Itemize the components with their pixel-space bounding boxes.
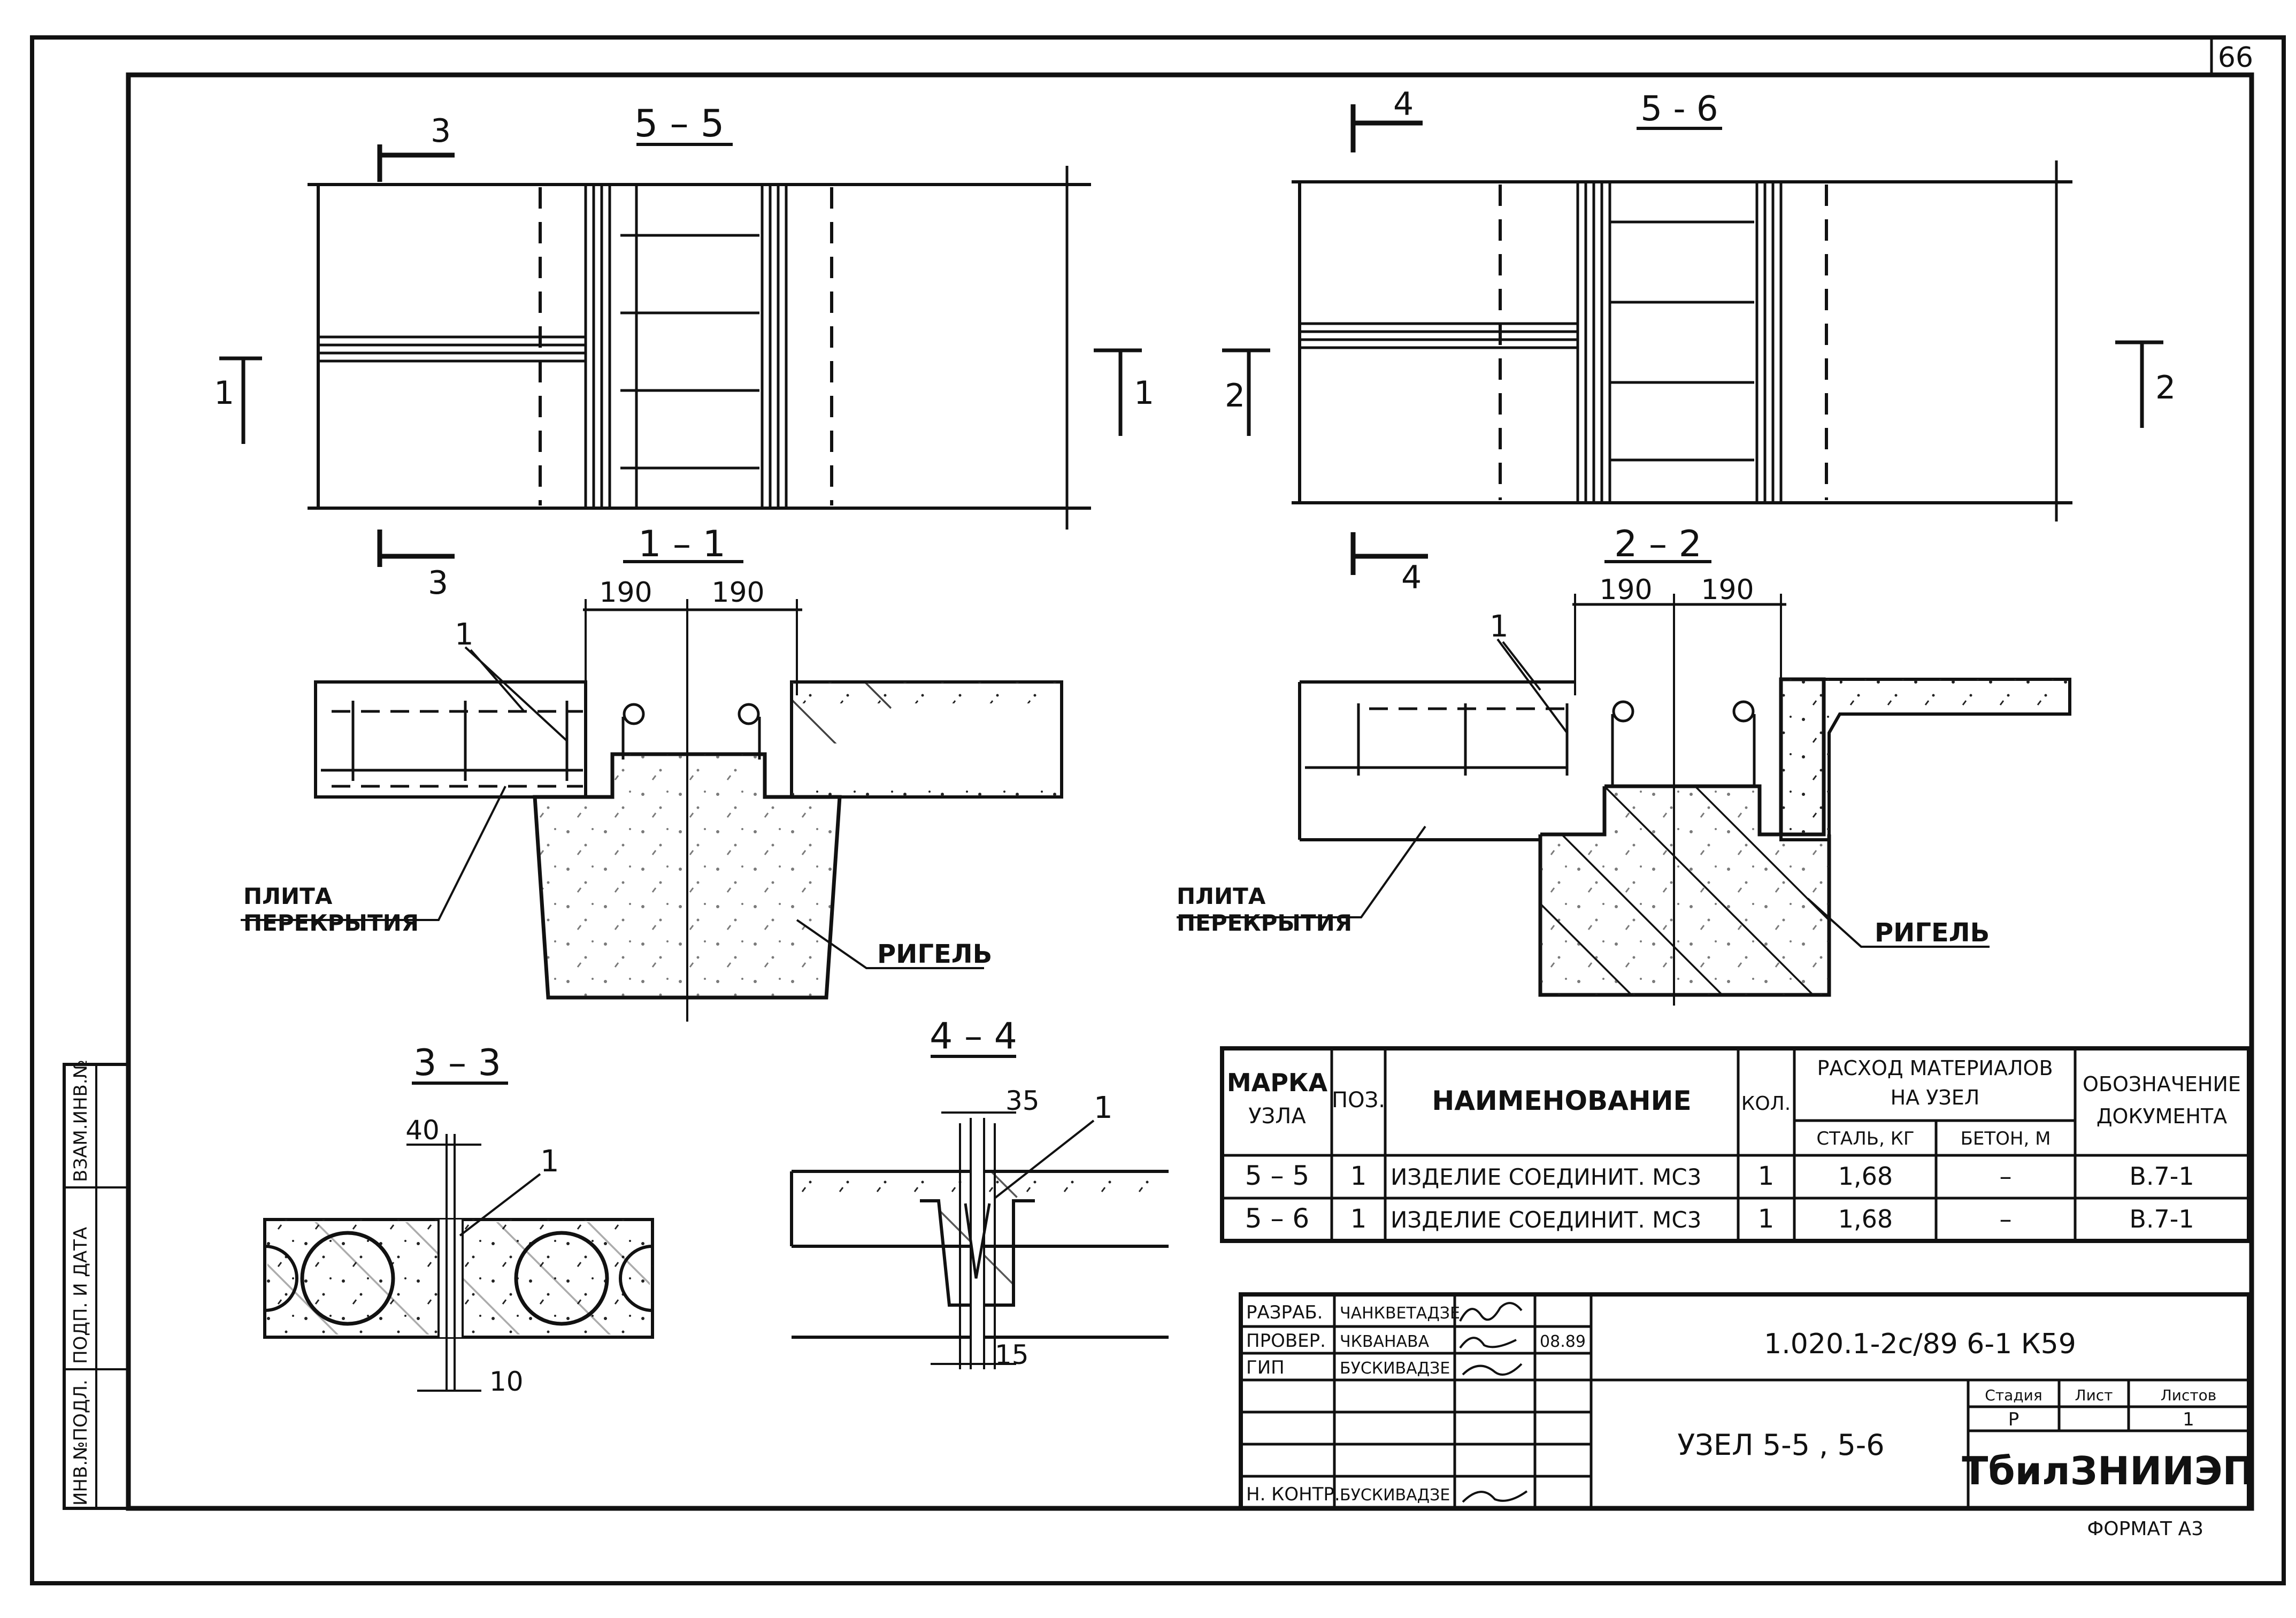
- signature-control: [1462, 1490, 1528, 1503]
- spec-header-doc-2: ДОКУМЕНТА: [2097, 1105, 2227, 1128]
- spec-row-2-steel: 1,68: [1838, 1205, 1893, 1233]
- sheet-number: 66: [2218, 42, 2253, 74]
- spec-header-mark-2: УЗЛА: [1248, 1104, 1306, 1129]
- section-2-2-title: 2 – 2: [1614, 523, 1702, 565]
- signature-gip: [1462, 1363, 1523, 1376]
- spec-row-1-concrete: –: [2000, 1162, 2012, 1191]
- section-3-3-dim-top: 40: [405, 1115, 440, 1146]
- plan-5-6-cut-left: 2: [1225, 377, 1245, 415]
- plan-5-5-title: 5 – 5: [634, 102, 725, 145]
- plan-5-6: 5 - 6 4 4 2 2: [1222, 86, 2176, 596]
- section-1-1-beam-label: РИГЕЛЬ: [877, 939, 992, 969]
- tb-role-gip: ГИП: [1246, 1357, 1285, 1378]
- signature-dev: [1459, 1302, 1523, 1322]
- tb-date: 08.89: [1540, 1332, 1586, 1351]
- spec-row-2-qty: 1: [1758, 1204, 1775, 1234]
- tb-name-dev: ЧАНКВЕТАДЗЕ: [1340, 1304, 1460, 1323]
- format-label: ФОРМАТ А3: [2087, 1518, 2203, 1540]
- plan-5-6-cut-top: 4: [1393, 86, 1414, 123]
- spec-header-concrete: БЕТОН, М: [1961, 1128, 2051, 1149]
- tb-sheets-value: 1: [2183, 1409, 2194, 1430]
- section-1-1-dim-left: 190: [599, 577, 652, 609]
- spec-row-1-pos: 1: [1350, 1161, 1367, 1191]
- spec-row-1-doc: В.7-1: [2129, 1162, 2194, 1191]
- outer-frame: [30, 35, 2286, 1585]
- tb-name-check: ЧКВАНАВА: [1340, 1332, 1430, 1351]
- section-4-4-dim-bottom: 15: [995, 1339, 1029, 1370]
- section-3-3-pos: 1: [540, 1144, 559, 1179]
- section-1-1: 1 – 1 190 190 1 ПЛИТА ПЕРЕКРЫТИЯ РИГ: [241, 523, 1063, 1022]
- spec-header-pos: ПОЗ.: [1332, 1088, 1385, 1113]
- section-2-2-slab-label-2: ПЕРЕКРЫТИЯ: [1177, 910, 1352, 936]
- spec-header-mark: МАРКА: [1227, 1068, 1328, 1097]
- section-1-1-slab-label-2: ПЕРЕКРЫТИЯ: [243, 910, 419, 936]
- spec-row-1-qty: 1: [1758, 1161, 1775, 1191]
- spec-header-materials-2: НА УЗЕЛ: [1891, 1086, 1980, 1109]
- section-4-4: 4 – 4 35 15 1: [790, 1015, 1169, 1370]
- spec-row-2-pos: 1: [1350, 1204, 1367, 1234]
- spec-row-1-name: ИЗДЕЛИЕ СОЕДИНИТ. МС3: [1391, 1164, 1701, 1190]
- section-1-1-dim-right: 190: [711, 577, 764, 609]
- plan-5-6-cut-right: 2: [2155, 369, 2176, 407]
- table-row: 5 – 5 1 ИЗДЕЛИЕ СОЕДИНИТ. МС3 1 1,68 – В…: [1245, 1160, 2194, 1191]
- spec-row-2-doc: В.7-1: [2129, 1205, 2194, 1233]
- plan-5-5-cut-right: 1: [1134, 374, 1154, 412]
- tb-sheet-label: Лист: [2075, 1386, 2113, 1404]
- section-2-2-dim-left: 190: [1599, 574, 1652, 606]
- spec-header-steel: СТАЛЬ, КГ: [1816, 1128, 1914, 1149]
- tb-code: 1.020.1-2с/89 6-1 К59: [1764, 1328, 2076, 1360]
- plan-5-5-cut-top: 3: [431, 112, 451, 150]
- side-stamp-inv: ИНВ.№ПОДЛ.: [70, 1379, 91, 1506]
- tb-role-dev: РАЗРАБ.: [1246, 1302, 1323, 1323]
- tb-org: ТбилЗНИИЭП: [1962, 1448, 2255, 1493]
- tb-stage-label: Стадия: [1985, 1386, 2042, 1404]
- table-row: 5 – 6 1 ИЗДЕЛИЕ СОЕДИНИТ. МС3 1 1,68 – В…: [1245, 1203, 2194, 1234]
- section-4-4-dim-top: 35: [1005, 1085, 1040, 1116]
- spec-header-qty: КОЛ.: [1741, 1093, 1791, 1115]
- spec-row-2-mark: 5 – 6: [1245, 1203, 1309, 1234]
- spec-header-doc: ОБОЗНАЧЕНИЕ: [2083, 1072, 2241, 1096]
- title-block: РАЗРАБ. ПРОВЕР. ГИП Н. КОНТР. ЧАНКВЕТАДЗ…: [1239, 1292, 2255, 1510]
- section-1-1-slab-label-1: ПЛИТА: [243, 883, 333, 909]
- tb-name-control: БУСКИВАДЗЕ: [1340, 1486, 1450, 1505]
- section-4-4-title: 4 – 4: [930, 1015, 1017, 1057]
- section-3-3: 3 – 3 40 10 1: [263, 1042, 654, 1397]
- tb-name-gip: БУСКИВАДЗЕ: [1340, 1359, 1450, 1378]
- section-1-1-pos: 1: [455, 617, 474, 652]
- spec-table: МАРКА УЗЛА ПОЗ. НАИМЕНОВАНИЕ КОЛ. РАСХОД…: [1220, 1046, 2251, 1243]
- spec-header-name: НАИМЕНОВАНИЕ: [1432, 1085, 1691, 1116]
- tb-role-control: Н. КОНТР.: [1246, 1484, 1340, 1505]
- section-2-2-slab-label-1: ПЛИТА: [1177, 883, 1266, 909]
- spec-row-2-name: ИЗДЕЛИЕ СОЕДИНИТ. МС3: [1391, 1207, 1701, 1233]
- inner-frame: [126, 72, 2254, 1511]
- plan-5-6-title: 5 - 6: [1640, 89, 1718, 129]
- spec-row-1-mark: 5 – 5: [1245, 1160, 1309, 1191]
- signature-check: [1459, 1337, 1517, 1349]
- spec-header-materials: РАСХОД МАТЕРИАЛОВ: [1817, 1056, 2053, 1080]
- section-2-2-dim-right: 190: [1701, 574, 1754, 606]
- section-2-2: 2 – 2 190 190 1 ПЛИТА ПЕРЕКРЫТИЯ РИГЕЛЬ: [1177, 523, 2071, 1006]
- section-3-3-dim-bottom: 10: [489, 1366, 524, 1397]
- plan-5-5-cut-bottom: 3: [428, 564, 448, 602]
- tb-sheets-label: Листов: [2161, 1386, 2217, 1404]
- plan-5-5: 5 – 5 3 3 1 1: [214, 102, 1154, 602]
- spec-row-2-concrete: –: [2000, 1205, 2012, 1233]
- section-4-4-pos: 1: [1094, 1091, 1113, 1125]
- tb-node-title: УЗЕЛ 5-5 , 5-6: [1677, 1428, 1884, 1462]
- section-3-3-title: 3 – 3: [413, 1042, 501, 1084]
- plan-5-5-cut-left: 1: [214, 374, 234, 412]
- plan-5-6-cut-bottom: 4: [1401, 559, 1422, 596]
- tb-role-check: ПРОВЕР.: [1246, 1330, 1326, 1352]
- side-stamp: ИНВ.№ПОДЛ. ПОДП. И ДАТА ВЗАМ.ИНВ.№: [63, 1060, 130, 1510]
- side-stamp-sign: ПОДП. И ДАТА: [70, 1227, 91, 1364]
- spec-row-1-steel: 1,68: [1838, 1162, 1893, 1191]
- tb-stage-value: Р: [2008, 1409, 2019, 1430]
- section-2-2-pos: 1: [1489, 609, 1509, 644]
- section-2-2-beam-label: РИГЕЛЬ: [1875, 918, 1990, 948]
- section-1-1-title: 1 – 1: [638, 523, 726, 565]
- side-stamp-replace: ВЗАМ.ИНВ.№: [70, 1060, 91, 1182]
